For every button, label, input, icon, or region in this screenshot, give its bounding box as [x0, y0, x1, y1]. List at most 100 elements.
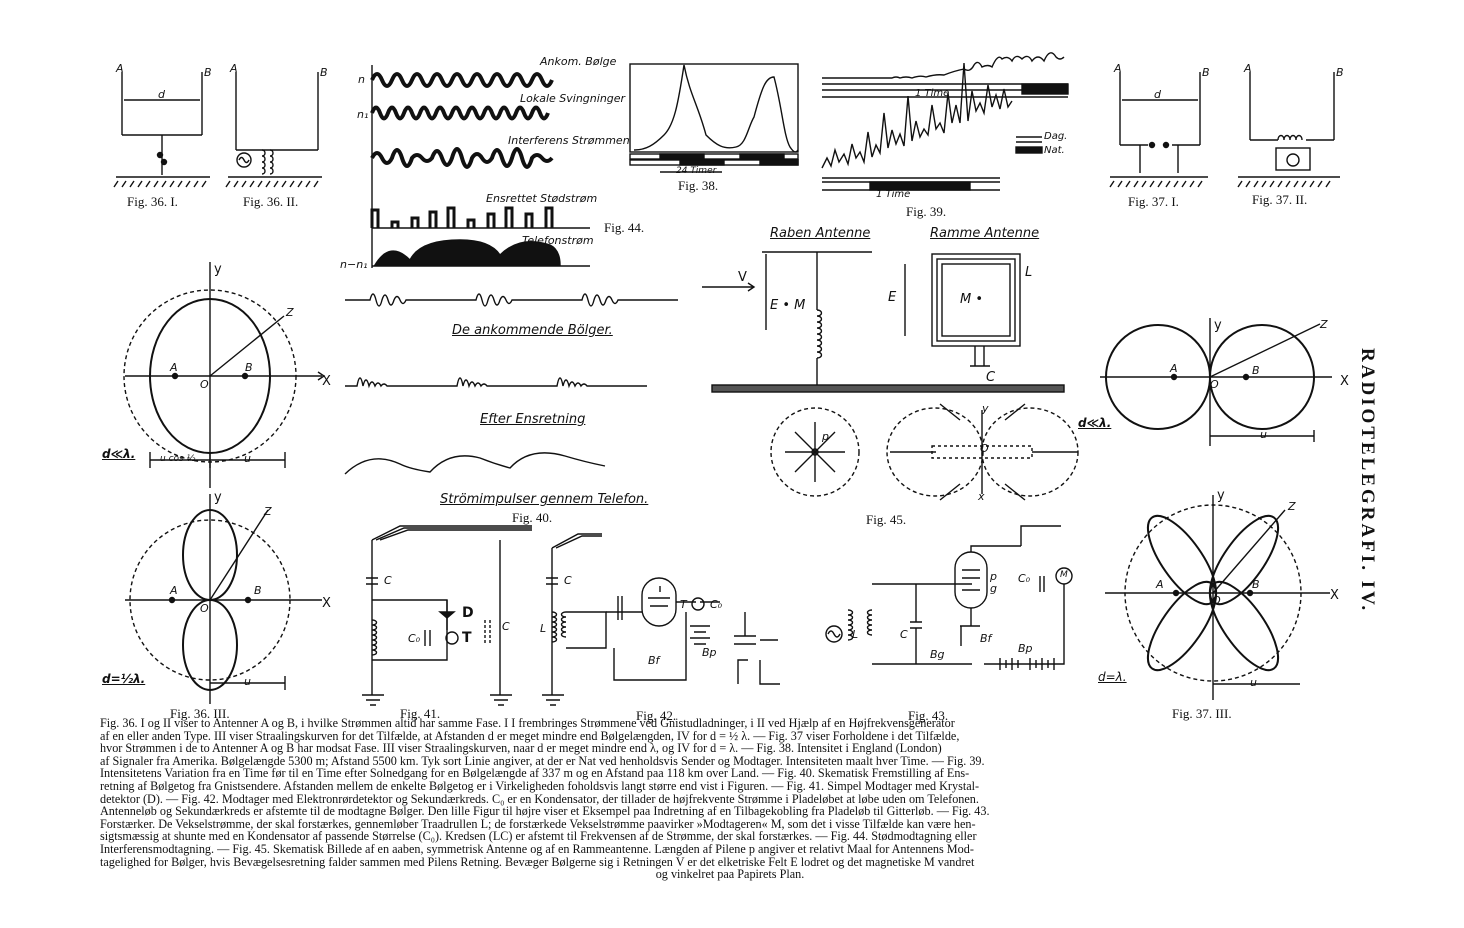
wave-label-1: Lokale Svingninger: [520, 92, 626, 105]
axis-b-label-2: B: [320, 66, 328, 79]
caption-line: Intensitetens Variation fra en Time før …: [100, 766, 970, 781]
fig42-label: Fig. 42.: [636, 708, 677, 723]
n-label: n: [358, 73, 365, 86]
fig38-chart: [629, 63, 799, 173]
fig37-point-a: A: [1170, 362, 1178, 375]
fig37-condition-lambda: d=λ.: [1098, 670, 1127, 684]
caption-line: og vinkelret paa Papirets Plan.: [655, 867, 805, 882]
point-a-label-2: A: [170, 584, 178, 597]
distance-d-label: d: [158, 88, 165, 101]
fig42-c0-label: C₀: [710, 598, 723, 611]
fig45-x-label: x: [978, 490, 985, 503]
fig37-d-label: d: [1154, 88, 1161, 101]
fig44-label: Fig. 44.: [604, 220, 645, 235]
x-axis-label: X: [322, 374, 331, 389]
fig37-1-label: Fig. 37. I.: [1128, 194, 1179, 209]
fig41-circuit: [362, 525, 532, 706]
fig43-p-label: p: [990, 570, 997, 583]
y-axis-label-2: y: [214, 490, 222, 505]
wave-label-0: Ankom. Bølge: [540, 55, 617, 68]
fig37-u-label: u: [1260, 428, 1267, 441]
fig37-point-b: B: [1252, 364, 1260, 377]
caption-line: tagelighed for Bølger, hvis Bevægelsesre…: [100, 854, 975, 869]
em-label: E • M: [770, 298, 806, 313]
fig42-l-label: L: [540, 622, 547, 635]
y-axis-label: y: [214, 262, 222, 277]
fig43-bf-label: Bf: [980, 632, 992, 645]
fig37-condition-small: d≪λ.: [1078, 416, 1112, 430]
axis-a-label: A: [116, 62, 124, 75]
fig41-d-label: D: [462, 605, 474, 621]
fig37-2-label: Fig. 37. II.: [1252, 192, 1308, 207]
fig37-y-label: y: [1214, 318, 1222, 333]
fig39-time-label-1: 1 Time: [915, 88, 950, 99]
fig41-c-label: C: [384, 574, 392, 587]
fig44-waveforms: [370, 65, 590, 268]
u-cos-label: u cos ½: [160, 454, 196, 464]
fig38-label: Fig. 38.: [678, 178, 719, 193]
fig37-u-label-2: u: [1250, 676, 1257, 689]
wave-label-2: Interferens Strømmen: [508, 134, 630, 147]
wave-label-3: Ensrettet Stødstrøm: [486, 192, 598, 205]
caption-line: af en eller anden Type. III viser Straal…: [100, 728, 960, 743]
fig41-t-label: T: [462, 630, 472, 646]
fig43-label: Fig. 43.: [908, 708, 949, 723]
fig45-label: Fig. 45.: [866, 512, 907, 527]
caption-line: Interferensmodtagning. — Fig. 45. Skemat…: [100, 841, 974, 856]
wave-label-4: Telefonstrøm: [522, 234, 594, 247]
fig43-circuit: [825, 525, 1073, 670]
fig36-1-diagram: [113, 72, 210, 188]
fig38-span-label: 24 Timer: [676, 166, 717, 176]
fig43-g-label: g: [990, 582, 997, 595]
fig45-antennas: [702, 251, 1079, 501]
fig36-3-polar-lower: [125, 494, 322, 704]
fig37-3-label: Fig. 37. III.: [1172, 706, 1232, 721]
fig39-chart: [821, 52, 1069, 191]
point-a-label: A: [170, 361, 178, 374]
condition-d-small: d≪λ.: [102, 447, 136, 461]
fig43-c-label: C: [900, 628, 908, 641]
fig45-origin: O: [980, 442, 989, 455]
legend-night-label: Nat.: [1044, 145, 1065, 156]
z-axis-label-2: Z: [264, 505, 272, 518]
fig45-y-label: y: [982, 402, 989, 415]
fig37-b-label: B: [1202, 66, 1210, 79]
fig37-a-label: A: [1114, 62, 1122, 75]
fig42-bf-label: Bf: [648, 654, 660, 667]
fig37-a-label-2: A: [1244, 62, 1252, 75]
fig37-2-diagram: [1237, 72, 1340, 188]
fig42-t-label: T: [680, 598, 687, 611]
rectified-label: Efter Ensretning: [480, 412, 586, 427]
x-axis-label-2: X: [322, 596, 331, 611]
fig37-z-label-2: Z: [1288, 500, 1296, 513]
fig36-2-diagram: [225, 72, 322, 188]
fig42-bp-label: Bp: [702, 646, 717, 659]
cap-c-label: C: [986, 370, 996, 385]
caption-line: Antenneløb og Sekundærkreds er afstemte …: [100, 804, 990, 819]
caption-line: Forstærker. De Vekselstrømme, der skal f…: [100, 816, 976, 831]
fig37-x-label: X: [1340, 374, 1349, 389]
fig37-3-polar-lower: [1105, 495, 1330, 700]
caption-line: af Signaler fra Amerika. Bølgelængde 530…: [100, 753, 985, 768]
pulses-label: Strömimpulser gennem Telefon.: [440, 492, 649, 507]
fig40-label: Fig. 40.: [512, 510, 553, 525]
caption-line: hvor Strømmen i de to Antenner A og B ha…: [100, 741, 942, 756]
fig42-circuit: [542, 533, 780, 706]
axis-a-label-2: A: [230, 62, 238, 75]
open-antenna-label: Raben Antenne: [770, 226, 871, 241]
n1-label: n₁: [357, 108, 369, 121]
fig43-bp-label: Bp: [1018, 642, 1033, 655]
z-axis-label: Z: [286, 306, 294, 319]
fig43-m-label: M: [1060, 570, 1068, 580]
fig43-c0-label: C₀: [1018, 572, 1031, 585]
fig39-time-label-2: 1 Time: [876, 189, 911, 200]
fig42-c-label: C: [564, 574, 572, 587]
frame-antenna-label: Ramme Antenne: [930, 226, 1040, 241]
fig36-1-label: Fig. 36. I.: [127, 194, 178, 209]
fig37-3-polar-upper: [1100, 318, 1332, 446]
fig43-bg-label: Bg: [930, 648, 945, 661]
incoming-waves-label: De ankommende Bölger.: [452, 323, 613, 338]
direction-v-label: V: [738, 270, 747, 285]
u-label-2: u: [244, 675, 251, 688]
